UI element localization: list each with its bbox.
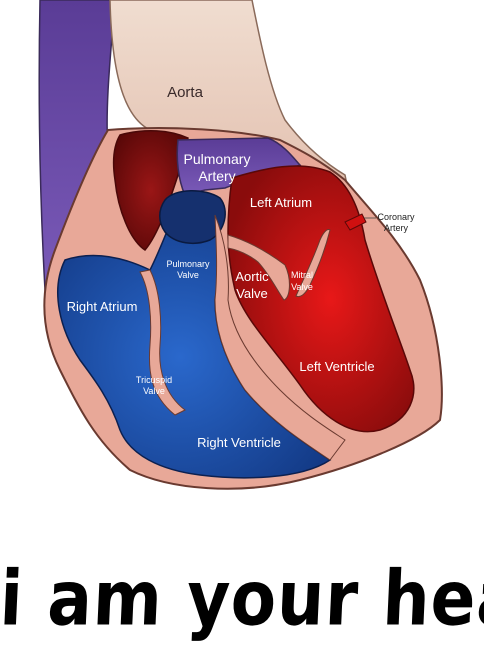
label-pulmonary-artery-1: Pulmonary xyxy=(184,151,251,167)
label-right-ventricle: Right Ventricle xyxy=(197,435,281,450)
label-pulmonary-valve-1: Pulmonary xyxy=(166,259,210,269)
label-pulmonary-artery-2: Artery xyxy=(198,168,235,184)
label-aortic-valve-1: Aortic xyxy=(235,269,269,284)
dark-red-vessel xyxy=(112,129,189,251)
pulmonary-valve-chamber xyxy=(159,190,226,245)
left-chambers xyxy=(227,165,415,433)
label-mitral-valve-2: Valve xyxy=(291,282,313,292)
label-aortic-valve-2: Valve xyxy=(236,286,268,301)
label-coronary-artery-2: Artery xyxy=(384,223,409,233)
label-coronary-artery-1: Coronary xyxy=(377,212,415,222)
label-tricuspid-valve-1: Tricuspid xyxy=(136,375,172,385)
mitral-valve-tissue xyxy=(295,229,331,298)
label-left-atrium: Left Atrium xyxy=(250,195,312,210)
coronary-artery xyxy=(344,213,367,231)
label-pulmonary-valve-2: Valve xyxy=(177,270,199,280)
label-left-ventricle: Left Ventricle xyxy=(299,359,374,374)
caption-text: i am your heart xyxy=(0,554,484,643)
label-right-atrium: Right Atrium xyxy=(67,299,138,314)
label-tricuspid-valve-2: Valve xyxy=(143,386,165,396)
aortic-valve-tissue xyxy=(227,234,290,301)
septum-left xyxy=(139,269,186,416)
label-mitral-valve-1: Mitral xyxy=(291,270,313,280)
septum xyxy=(214,214,346,461)
label-aorta: Aorta xyxy=(167,84,204,101)
